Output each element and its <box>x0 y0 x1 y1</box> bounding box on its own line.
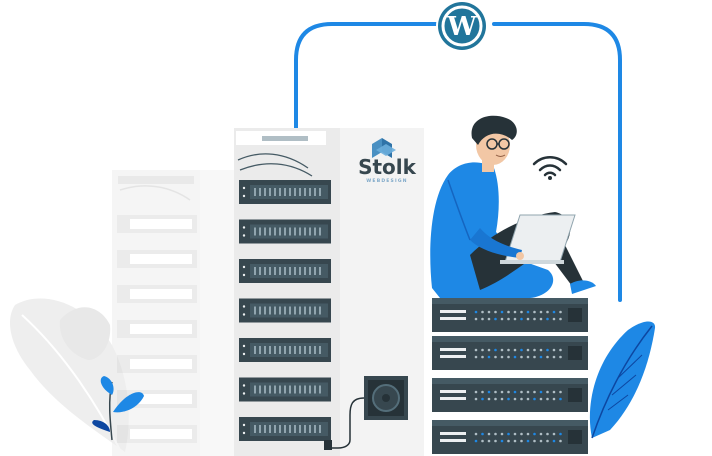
wordpress-icon: W <box>436 0 488 52</box>
server-unit <box>432 420 588 454</box>
developer-figure <box>430 115 596 298</box>
server-unit <box>432 336 588 370</box>
server-drive-bays <box>239 180 331 441</box>
cooling-fan <box>324 376 408 450</box>
server-unit <box>432 298 588 332</box>
server-unit <box>432 378 588 412</box>
stolk-logo-icon <box>372 138 396 158</box>
connection-line <box>294 22 622 302</box>
server-stack <box>432 298 588 454</box>
svg-text:W: W <box>446 12 477 42</box>
brand-subtitle: WEBDESIGN <box>366 178 407 184</box>
brand-name: Stolk <box>358 155 417 179</box>
leaf-right <box>589 321 656 439</box>
server-rack-ghost <box>112 170 235 456</box>
plant-small <box>92 376 144 441</box>
wifi-icon <box>532 156 568 180</box>
